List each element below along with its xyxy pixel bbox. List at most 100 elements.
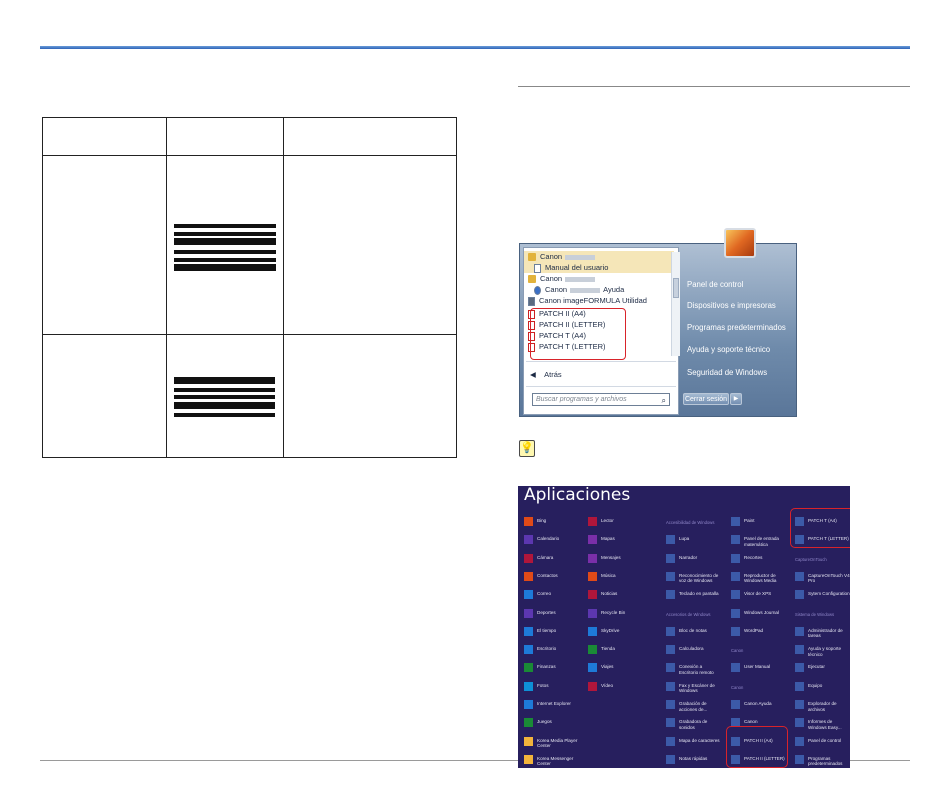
- start-menu-link[interactable]: Programas predeterminados: [687, 323, 786, 332]
- app-tile-label: CaptureOnTouch V4 Pro: [808, 572, 850, 584]
- snipping-icon: [731, 553, 740, 563]
- app-tile-label: User Manual: [744, 664, 771, 670]
- app-tile-label: Reconocimiento de voz de Windows: [679, 572, 719, 584]
- section-rule: [518, 86, 910, 87]
- back-label: Atrás: [544, 370, 562, 379]
- highlight-box: [530, 308, 626, 360]
- search-icon[interactable]: ⌕: [661, 396, 666, 405]
- search-input[interactable]: Buscar programas y archivos⌕: [532, 393, 670, 406]
- magnifier-icon: [666, 535, 675, 545]
- start-menu-item[interactable]: PATCH T (LETTER): [524, 341, 674, 352]
- fax-icon: [666, 681, 675, 691]
- footer-rule: [40, 760, 910, 761]
- shutdown-button[interactable]: Cerrar sesión: [683, 393, 729, 405]
- start-menu-item[interactable]: PATCH T (A4): [524, 330, 674, 341]
- app-tile-label: Fax y Escáner de Windows: [679, 682, 715, 694]
- task-manager-icon: [795, 626, 804, 636]
- app-tile-label: Calendario: [537, 536, 560, 542]
- redacted-text: [570, 287, 601, 293]
- start-menu-item-label: Manual del usuario: [545, 263, 609, 272]
- start-menu-link[interactable]: Dispositivos e impresoras: [687, 301, 776, 310]
- back-button[interactable]: ◀ Atrás: [530, 370, 562, 379]
- printer-icon: [795, 590, 804, 600]
- media-player-icon: [731, 571, 740, 581]
- app-tile-label: Ejecutar: [808, 664, 825, 670]
- separator: [526, 361, 676, 362]
- app-tile-label: Bing: [537, 518, 547, 523]
- pdf-icon: [528, 320, 535, 330]
- apps-group-header: Accesibilidad de Windows: [666, 520, 715, 525]
- app-tile-label: Visor de XPS: [744, 591, 772, 597]
- lightbulb-icon: 💡: [519, 440, 535, 457]
- app-tile-label: Explorador de archivos: [808, 701, 837, 712]
- app-tile-label: Música: [601, 572, 616, 578]
- app-tile-label: Korea Messenger Center: [537, 755, 574, 767]
- app-tile-label: Sytem Configuration: [808, 591, 850, 597]
- maps-icon: [588, 535, 597, 545]
- camera-icon: [524, 553, 533, 563]
- scrollbar-thumb[interactable]: [673, 278, 679, 298]
- easy-transfer-icon: [795, 718, 804, 728]
- music-icon: [588, 571, 597, 581]
- app-tile-label: Reproductor de Windows Media: [744, 572, 777, 584]
- mail-icon: [524, 590, 533, 600]
- app-tile-label: Ayuda y soporte técnico: [808, 646, 842, 657]
- scrollbar[interactable]: [671, 252, 680, 356]
- app-tile-label: Conexión a Escritorio remoto: [679, 664, 714, 675]
- app-tile-label: Equipo: [808, 682, 823, 688]
- redacted-text: [565, 276, 596, 282]
- calculator-icon: [666, 645, 675, 655]
- user-avatar[interactable]: [724, 228, 756, 258]
- app-tile-label: Panel de control: [808, 737, 842, 743]
- ie-icon: [524, 700, 533, 709]
- app-icon: [731, 718, 740, 728]
- video-icon: [588, 681, 597, 691]
- app-tile-label: Escritorio: [537, 646, 557, 652]
- start-menu-item[interactable]: PATCH II (LETTER): [524, 319, 674, 330]
- table-column-divider: [283, 118, 284, 457]
- app-tile-label: Mensajes: [601, 554, 621, 560]
- folder-icon: [528, 275, 536, 284]
- document-icon: [795, 535, 804, 545]
- patch-code-table: [42, 117, 457, 458]
- pdf-icon: [528, 331, 535, 341]
- apps-title: Aplicaciones: [524, 486, 631, 505]
- scanner-icon: [795, 571, 804, 581]
- app-tile-label: Canon Ayuda: [744, 701, 772, 706]
- start-menu-link[interactable]: Panel de control: [687, 280, 744, 289]
- app-tile-label: Canon: [744, 719, 758, 725]
- start-menu-link[interactable]: Ayuda y soporte técnico: [687, 345, 771, 354]
- weather-icon: [524, 626, 533, 636]
- start-menu-link[interactable]: Seguridad de Windows: [687, 368, 768, 377]
- run-icon: [795, 663, 804, 673]
- app-tile-label: El tiempo: [537, 627, 557, 633]
- app-tile-label: Cámara: [537, 554, 554, 560]
- photos-icon: [524, 681, 533, 691]
- finance-icon: [524, 663, 533, 673]
- app-tile-label: Mapa de caracteres: [679, 737, 720, 743]
- app-tile-label: SkyDrive: [601, 627, 620, 633]
- sound-recorder-icon: [666, 718, 675, 728]
- reader-icon: [588, 517, 597, 526]
- shutdown-options-button[interactable]: ▶: [730, 393, 742, 405]
- app-tile-label: Programas predeterminados: [808, 755, 843, 767]
- help-icon: [731, 700, 740, 709]
- start-menu-item[interactable]: Canon imageFORMULA Utilidad: [524, 295, 674, 306]
- start-menu-item[interactable]: Manual del usuario: [524, 262, 680, 273]
- app-tile-label: Teclado en pantalla: [679, 591, 719, 597]
- table-column-divider: [166, 118, 167, 457]
- microphone-icon: [666, 571, 675, 581]
- app-tile-label: PATCH II (LETTER): [744, 755, 785, 761]
- app-tile-label: Tienda: [601, 646, 615, 652]
- start-menu-item[interactable]: Canon: [524, 251, 674, 262]
- redacted-text: [565, 254, 596, 260]
- calendar-icon: [524, 535, 533, 545]
- help-icon: [795, 645, 804, 655]
- remote-desktop-icon: [666, 663, 675, 673]
- bing-icon: [524, 517, 533, 526]
- start-menu-item[interactable]: Canon: [524, 273, 674, 284]
- news-icon: [588, 590, 597, 600]
- document-icon: [795, 517, 804, 526]
